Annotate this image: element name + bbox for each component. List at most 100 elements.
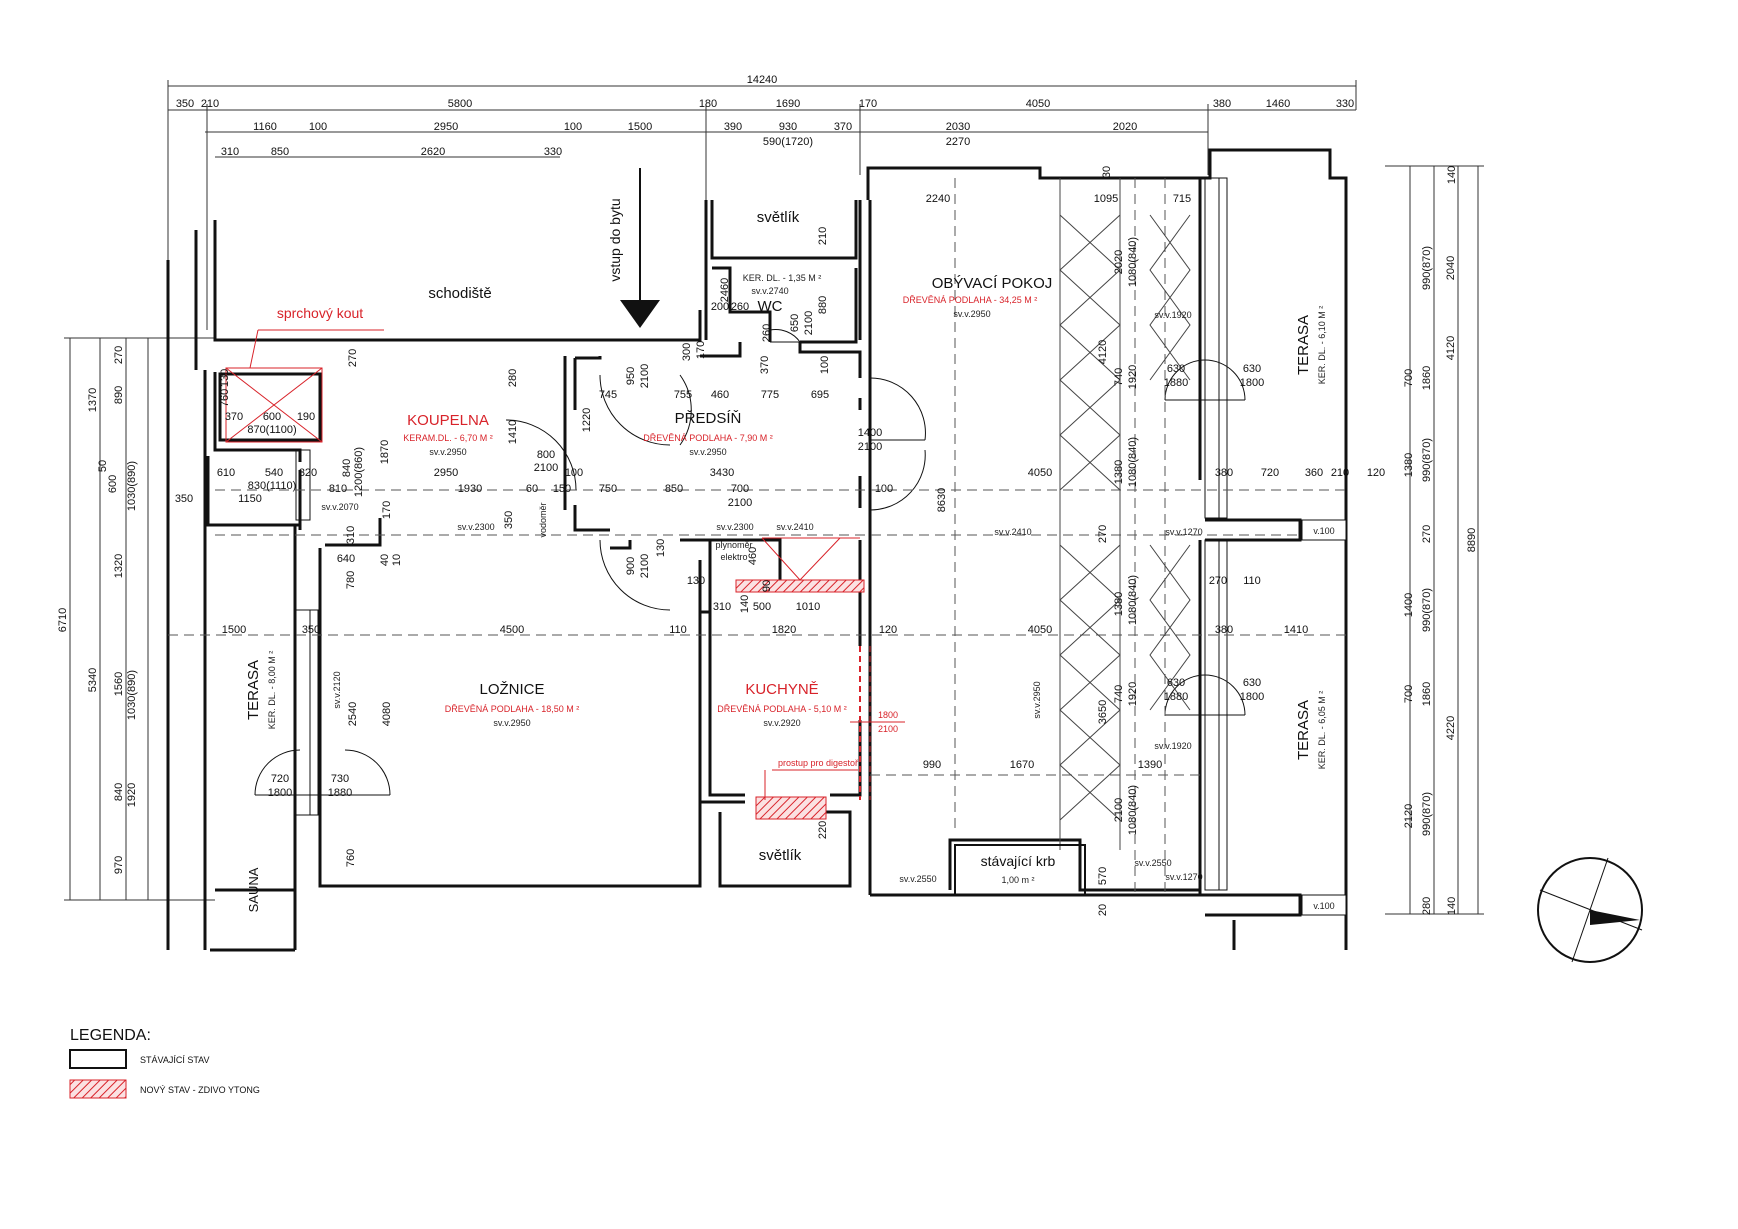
height-label: sv.v.1920 bbox=[1154, 310, 1191, 320]
dim-text: 1800 bbox=[268, 787, 292, 799]
dim-text: 1080(840) bbox=[1127, 575, 1139, 625]
dim-text: 100 bbox=[875, 483, 893, 495]
dim-text: 200 bbox=[711, 301, 729, 313]
dim-text: 270 bbox=[1421, 525, 1433, 543]
dim-text: 270 bbox=[1097, 525, 1109, 543]
dim-text: 990(870) bbox=[1421, 438, 1433, 482]
dim-text: 700 bbox=[731, 483, 749, 495]
dim-text: 1410 bbox=[507, 420, 519, 444]
dim-text: 1160 bbox=[253, 121, 277, 133]
height-label: sv.v.2300 bbox=[716, 522, 753, 532]
dim-text: 4500 bbox=[500, 624, 524, 636]
v100-box-top bbox=[1301, 519, 1347, 541]
dim-text: 180 bbox=[699, 98, 717, 110]
dim-text: 350 bbox=[176, 98, 194, 110]
dim-total-left: 6710 bbox=[57, 608, 69, 632]
electro-label: elektro bbox=[720, 552, 747, 562]
room-area-krb: 1,00 m ² bbox=[1001, 875, 1034, 885]
entrance-label: vstup do bytu bbox=[607, 198, 623, 281]
height-label: sv.v.1270 bbox=[1165, 872, 1202, 882]
room-floor-predsin: DŘEVĚNÁ PODLAHA - 7,90 M ² bbox=[643, 433, 773, 443]
dim-text: 40 bbox=[379, 554, 391, 566]
dim-text: 1400 bbox=[858, 427, 882, 439]
fireplace bbox=[954, 844, 1086, 896]
dim-text: 320 bbox=[299, 467, 317, 479]
dim-text: 2120 bbox=[1403, 804, 1415, 828]
room-name-kuchyne: KUCHYNĚ bbox=[745, 681, 818, 698]
room-floor-terasa-right-bottom: KER. DL. - 6,05 M ² bbox=[1317, 691, 1327, 770]
dim-text: 740 bbox=[1113, 368, 1125, 386]
dim-text: 1080(840) bbox=[1127, 437, 1139, 487]
dim-text: 715 bbox=[1173, 193, 1191, 205]
dim-text: 1200(860) bbox=[353, 447, 365, 497]
room-name-svetlik-top: světlík bbox=[757, 209, 800, 226]
dim-text: 2540 bbox=[347, 702, 359, 726]
dim-text: 370 bbox=[225, 411, 243, 423]
dim-text: 4220 bbox=[1445, 716, 1457, 740]
kitchen-door-height: 2100 bbox=[878, 724, 898, 734]
dim-text: 970 bbox=[113, 856, 125, 874]
dim-text: 830(1110) bbox=[248, 480, 297, 492]
dim-text: 4120 bbox=[1097, 340, 1109, 364]
dim-text: 2950 bbox=[434, 121, 458, 133]
dim-text: 350 bbox=[302, 624, 320, 636]
dim-text: 745 bbox=[599, 389, 617, 401]
dim-text: 260 bbox=[731, 301, 749, 313]
dim-text: 1380 bbox=[1113, 592, 1125, 616]
left-dimensions: 6710 1370 5340 890 50 600 1320 1560 840 … bbox=[57, 346, 138, 874]
height-label: sv.v.2550 bbox=[899, 874, 936, 884]
dim-text: 1880 bbox=[1164, 377, 1188, 389]
dim-text: 5340 bbox=[87, 668, 99, 692]
dim-text: 950 bbox=[625, 367, 637, 385]
dim-text: 2100 bbox=[803, 311, 815, 335]
dim-text: 140 bbox=[1446, 897, 1458, 915]
dim-text: 1560 bbox=[113, 672, 125, 696]
legend-title: LEGENDA: bbox=[70, 1027, 151, 1044]
dim-text: 1080(840) bbox=[1127, 785, 1139, 835]
room-name-wc: WC bbox=[758, 298, 783, 315]
dim-text: 990 bbox=[923, 759, 941, 771]
dim-text: 2100 bbox=[858, 441, 882, 453]
dim-text: 1880 bbox=[1164, 691, 1188, 703]
legend: LEGENDA: STÁVAJÍCÍ STAV NOVÝ STAV - ZDIV… bbox=[69, 1027, 260, 1099]
dim-text: 130 bbox=[655, 539, 667, 557]
room-name-terasa-right-bottom: TERASA bbox=[1295, 700, 1312, 760]
dim-text: 755 bbox=[674, 389, 692, 401]
dim-text: 840 bbox=[113, 783, 125, 801]
height-label: sv.v.2300 bbox=[457, 522, 494, 532]
legend-label-new: NOVÝ STAV - ZDIVO YTONG bbox=[140, 1085, 260, 1095]
entrance-arrow bbox=[620, 168, 660, 328]
dim-text: 1410 bbox=[1284, 624, 1308, 636]
dim-text: 1460 bbox=[1266, 98, 1290, 110]
dim-text: 210 bbox=[201, 98, 219, 110]
dim-text: 2950 bbox=[434, 467, 458, 479]
dim-text: 1870 bbox=[379, 440, 391, 464]
dim-text: 1010 bbox=[796, 601, 820, 613]
dim-text: 750 bbox=[599, 483, 617, 495]
dim-text: 370 bbox=[759, 356, 771, 374]
dim-text: 720 bbox=[271, 773, 289, 785]
water-meter-label: vodoměr bbox=[538, 502, 548, 537]
north-arrow-icon bbox=[1537, 857, 1643, 963]
dim-text: 1820 bbox=[772, 624, 796, 636]
dim-text: 380 bbox=[1215, 624, 1233, 636]
room-height-obyvak: sv.v.2950 bbox=[953, 309, 990, 319]
dim-text: 810 bbox=[329, 483, 347, 495]
dim-text: 140 bbox=[739, 595, 751, 613]
dim-text: 1080(840) bbox=[1127, 237, 1139, 287]
dim-text: 1380 bbox=[1403, 453, 1415, 477]
dim-text: 780 bbox=[345, 571, 357, 589]
dim-total-right: 8890 bbox=[1466, 528, 1478, 552]
dim-text: 260 bbox=[761, 324, 773, 342]
dim-text: 330 bbox=[1336, 98, 1354, 110]
kitchen-door-width: 1800 bbox=[878, 710, 898, 720]
dim-text: 1390 bbox=[1138, 759, 1162, 771]
room-height-kuchyne: sv.v.2920 bbox=[763, 718, 800, 728]
room-name-sauna: SAUNA bbox=[246, 867, 261, 912]
dim-text: 1860 bbox=[1421, 682, 1433, 706]
dim-text: 1370 bbox=[87, 388, 99, 412]
dim-text: 5800 bbox=[448, 98, 472, 110]
dim-text: 1670 bbox=[1010, 759, 1034, 771]
dim-text: 1095 bbox=[1094, 193, 1118, 205]
dim-text: 990(870) bbox=[1421, 588, 1433, 632]
